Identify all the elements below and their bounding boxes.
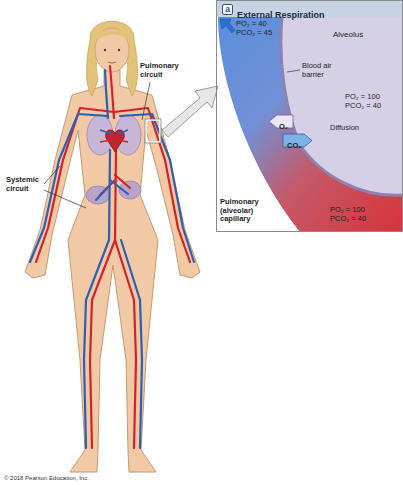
part-label: Alveolus <box>333 30 363 39</box>
part-label: PCO₂ = 40 <box>330 215 366 224</box>
label-holder: Systemic circuit <box>6 176 46 193</box>
oxygen-arrow: O₂ <box>269 115 293 128</box>
vein <box>84 240 109 448</box>
label-holder: Pulmonary (alveolar) capillary <box>220 198 268 224</box>
vein <box>109 150 110 240</box>
leader-line <box>287 70 300 72</box>
artery <box>90 240 115 448</box>
vein <box>96 180 128 200</box>
part-label: Diffusion <box>330 124 359 133</box>
artery <box>115 240 136 448</box>
pulmonary-vessels <box>100 130 128 134</box>
label-holder: PO₂ = 40 <box>236 20 267 29</box>
panel-ground <box>216 0 403 232</box>
panel-badge: a <box>222 4 233 15</box>
part-label: Pulmonary (alveolar) capillary <box>220 198 268 224</box>
gas-label: CO₂ <box>283 140 312 153</box>
vein <box>120 114 194 262</box>
vein <box>105 70 108 118</box>
part-label: PO₂ = 100 <box>345 93 380 102</box>
blood-air-barrier <box>281 17 403 195</box>
label-holder: Diffusion <box>330 124 359 133</box>
badge-letter: a <box>223 5 232 14</box>
vein <box>121 240 142 448</box>
label-holder: Alveolus <box>333 30 363 39</box>
zoom-arrow <box>162 86 218 137</box>
label-holder: PO₂ = 100 <box>345 93 380 102</box>
flow-arrow <box>220 19 235 33</box>
alveolus <box>281 17 403 195</box>
label-holder: PCO₂ = 40 <box>330 215 366 224</box>
label-holder: PCO₂ = 45 <box>236 29 272 38</box>
label-holder: PO₂ = 100 <box>330 206 365 215</box>
capillary <box>218 17 403 232</box>
pulmonary-vessels <box>100 140 128 142</box>
mouth <box>108 62 116 63</box>
label-holder: Blood air barrier <box>302 62 346 79</box>
part-label: Pulmonary circuit <box>140 62 186 79</box>
part-label: Blood air barrier <box>302 62 346 79</box>
artery <box>115 150 116 240</box>
zoom-box <box>146 120 160 142</box>
part-label: Systemic circuit <box>6 176 46 193</box>
leader-line <box>44 190 86 208</box>
part-label: PO₂ = 100 <box>330 206 365 215</box>
hair-fringe <box>95 29 130 42</box>
part-label: PCO₂ = 45 <box>236 29 272 38</box>
carbon-dioxide-arrow: CO₂ <box>283 134 312 147</box>
head <box>95 28 129 72</box>
eye <box>118 49 120 51</box>
part-label: PCO₂ = 40 <box>345 102 381 111</box>
gas-label: O₂ <box>269 121 292 134</box>
label-holder: © 2018 Pearson Education, Inc. <box>4 475 89 482</box>
leader-line <box>142 82 150 120</box>
eye <box>104 49 106 51</box>
panel-heading: External Respiration <box>237 10 325 20</box>
artery <box>110 66 114 118</box>
part-label: PO₂ = 40 <box>236 20 267 29</box>
label-holder: Pulmonary circuit <box>140 62 186 79</box>
zoom-box-outline <box>145 119 161 143</box>
vein <box>30 114 108 262</box>
label-holder: PCO₂ = 40 <box>345 102 381 111</box>
part-label: © 2018 Pearson Education, Inc. <box>4 475 89 482</box>
leader-line <box>44 166 60 184</box>
